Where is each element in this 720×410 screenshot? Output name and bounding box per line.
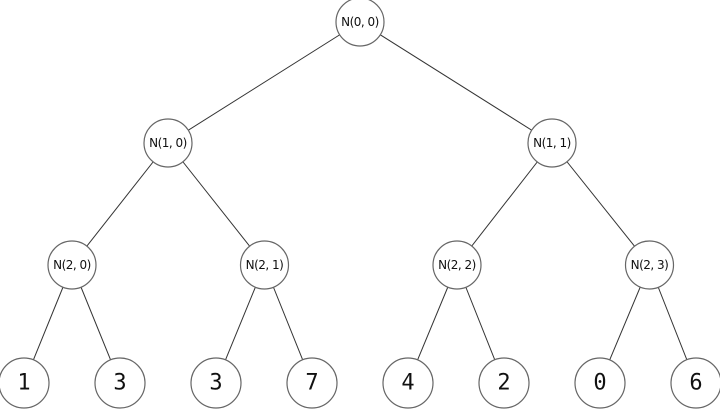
leaf-node: 6	[670, 357, 720, 409]
node-label: 6	[689, 371, 702, 396]
tree-node: N(2, 3)	[624, 240, 675, 290]
tree-edge	[167, 142, 265, 266]
node-label: N(0, 0)	[341, 15, 379, 29]
tree-edge	[456, 142, 553, 266]
leaf-node: 3	[190, 357, 242, 409]
node-circle	[624, 240, 675, 290]
node-label: 0	[593, 371, 606, 396]
leaf-node: 4	[382, 357, 434, 409]
tree-node: N(2, 0)	[47, 240, 97, 290]
node-circle	[574, 357, 626, 409]
node-label: 7	[305, 371, 318, 396]
node-circle	[0, 357, 50, 409]
node-label: N(2, 2)	[438, 258, 476, 272]
node-circle	[670, 357, 720, 409]
node-label: N(1, 1)	[533, 136, 571, 150]
tree-node: N(2, 2)	[432, 240, 482, 290]
node-label: N(2, 3)	[631, 258, 669, 272]
tree-edge	[71, 142, 169, 266]
node-label: N(1, 0)	[149, 136, 187, 150]
node-circle	[335, 0, 385, 47]
node-circle	[382, 357, 434, 409]
node-circle	[527, 118, 577, 168]
node-label: N(2, 1)	[246, 258, 284, 272]
tree-edge	[167, 21, 361, 144]
tree-node: N(0, 0)	[335, 0, 385, 47]
node-circle	[432, 240, 482, 290]
node-circle	[239, 240, 290, 290]
leaf-node: 2	[478, 357, 530, 409]
tree-node: N(1, 1)	[527, 118, 577, 168]
leaf-node: 7	[286, 357, 338, 409]
leaf-node: 1	[0, 357, 50, 409]
edges	[23, 21, 697, 384]
tree-node: N(1, 0)	[143, 118, 193, 168]
node-label: 2	[497, 371, 510, 396]
leaf-node: 0	[574, 357, 626, 409]
tree-edge	[551, 142, 650, 266]
node-circle	[190, 357, 242, 409]
node-label: 4	[401, 371, 414, 396]
node-label: 3	[209, 371, 222, 396]
node-circle	[47, 240, 97, 290]
node-circle	[286, 357, 338, 409]
node-label: 3	[113, 371, 126, 396]
tree-edge	[359, 21, 553, 144]
node-label: 1	[17, 371, 30, 396]
leaf-node: 3	[94, 357, 146, 409]
node-circle	[478, 357, 530, 409]
node-label: N(2, 0)	[53, 258, 91, 272]
node-circle	[143, 118, 193, 168]
node-circle	[94, 357, 146, 409]
tree-node: N(2, 1)	[239, 240, 290, 290]
